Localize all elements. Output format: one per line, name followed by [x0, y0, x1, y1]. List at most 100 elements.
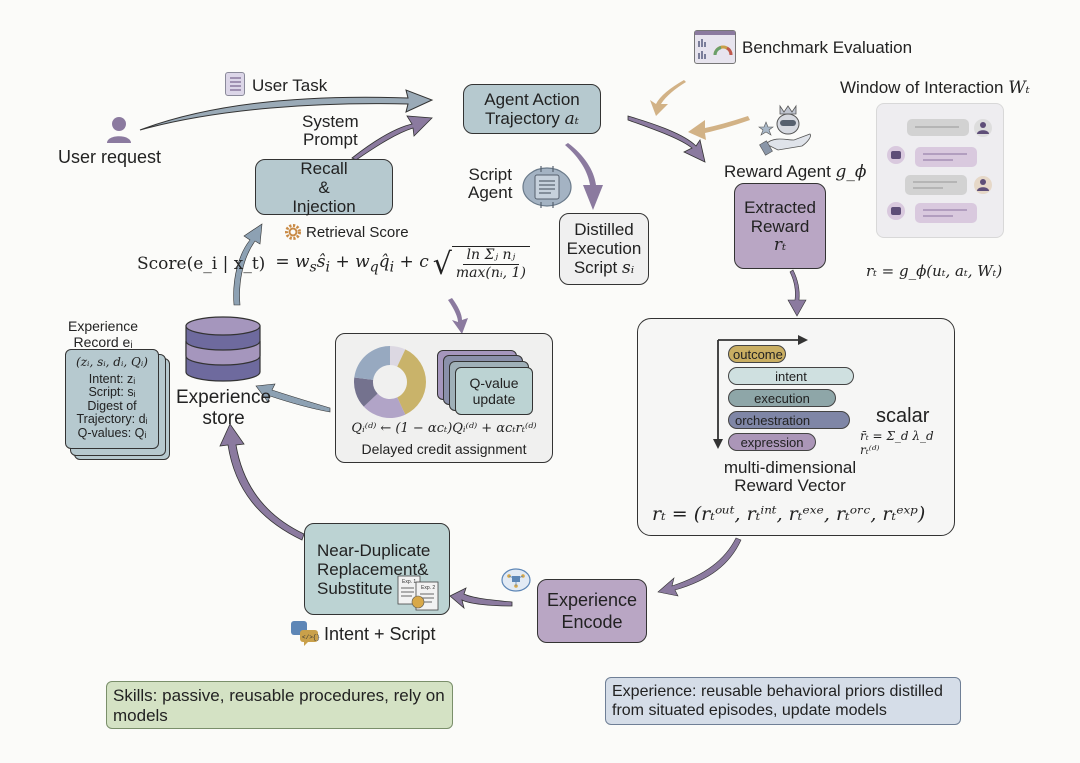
svg-text:Exp. 2: Exp. 2 — [421, 585, 435, 591]
q-value-update-card: Q-value update — [455, 367, 533, 415]
record-tuple: (zᵢ, sᵢ, dᵢ, Qᵢ) — [76, 355, 148, 369]
experience-encode-box[interactable]: Experience Encode — [537, 579, 647, 643]
trajectory-to-script-arrow — [565, 143, 603, 210]
near-dup-line3: Substitute — [317, 578, 393, 598]
retrieval-score-formula: Score(e_i | x_t) = wsŝi + wqq̂i + c √ ln… — [137, 246, 530, 282]
q-card-line1: Q-value — [469, 375, 519, 391]
dim-execution: execution — [728, 389, 836, 407]
donut-slice-3 — [354, 377, 378, 407]
experience-record-title: Experience Record eᵢ — [68, 318, 138, 350]
user-task-label: User Task — [252, 76, 328, 95]
trajectory-to-reward-arrow — [627, 115, 706, 163]
system-prompt-line2: Prompt — [302, 130, 358, 149]
encode-to-substitute-arrow — [449, 587, 513, 610]
store-line2: store — [202, 408, 245, 429]
experience-note-text: : reusable behavioral priors distilled f… — [612, 683, 943, 719]
task-list-icon — [225, 72, 245, 96]
benchmark-evaluation-label: Benchmark Evaluation — [742, 38, 913, 57]
reward-agent-text: Reward Agent — [724, 162, 831, 181]
skills-note: Skills: passive, reusable procedures, re… — [106, 681, 453, 729]
robot-hand-icon — [758, 100, 814, 156]
formula-lhs: Score(e_i | x_t) — [137, 254, 266, 274]
store-to-recall-arrow — [233, 223, 263, 306]
system-prompt-label: System Prompt — [302, 113, 359, 149]
benchmark-arrow-2 — [688, 116, 750, 140]
retrieval-score-label: Retrieval Score — [306, 224, 409, 241]
extracted-line2: Reward — [750, 216, 810, 236]
donut-slice-4 — [354, 346, 390, 380]
store-line1: Experience — [176, 387, 272, 408]
script-var: sᵢ — [622, 258, 635, 278]
vector-caption-line1: multi-dimensional — [723, 458, 857, 477]
database-icon — [184, 316, 262, 382]
sqrt-fraction: ln Σⱼ nⱼ max(nᵢ, 1) — [451, 246, 530, 282]
credit-to-store-arrow — [255, 383, 331, 413]
reward-vector-panel[interactable]: outcome intent execution orchestration e… — [637, 318, 955, 536]
brain-script-icon — [519, 162, 575, 212]
record-qvalues: Q-values: Qᵢ — [77, 425, 147, 440]
sqrt-denominator: max(nᵢ, 1) — [455, 265, 526, 281]
credit-assignment-panel[interactable]: Q-value update Qᵢ⁽ᵈ⁾ ← (1 − αcₜ)Qᵢ⁽ᵈ⁾ + … — [335, 333, 553, 463]
benchmark-arrow-1 — [650, 80, 686, 116]
script-agent-line1: Script — [468, 165, 512, 184]
sqrt-icon: √ — [432, 246, 452, 282]
agent-action-trajectory-box[interactable]: Agent Action Trajectory aₜ — [463, 84, 601, 134]
experience-note: Experience: reusable behavioral priors d… — [605, 677, 961, 725]
chat-window — [876, 103, 1004, 238]
near-duplicate-box[interactable]: Near-Duplicate Replacement& Substitute — [304, 523, 450, 615]
script-text: Script — [573, 258, 618, 277]
donut-chart — [354, 346, 426, 418]
user-task-arrow — [139, 89, 434, 131]
reward-agent-var: g_ϕ — [835, 162, 867, 182]
reward-function-formula: rₜ = g_ϕ(uₜ, aₜ, Wₜ) — [866, 262, 1003, 280]
credit-caption: Delayed credit assignment — [361, 441, 527, 457]
window-title-text: Window of Interaction — [840, 78, 1004, 97]
dim-outcome: outcome — [728, 345, 786, 363]
donut-slice-1 — [397, 349, 426, 415]
vector-caption-line2: Reward Vector — [734, 476, 846, 495]
experience-record-card[interactable]: (zᵢ, sᵢ, dᵢ, Qᵢ) Intent: zᵢ Script: sᵢ D… — [65, 349, 159, 449]
experience-note-label: Experience — [612, 683, 693, 700]
vector-caption: multi-dimensional Reward Vector — [710, 459, 870, 495]
record-intent: Intent: zᵢ — [88, 371, 136, 386]
script-agent-label: Script Agent — [468, 166, 512, 202]
recall-injection-box[interactable]: Recall & Injection — [255, 158, 393, 216]
record-trajectory: Trajectory: dᵢ — [76, 412, 148, 426]
script-agent-line2: Agent — [468, 183, 513, 202]
extracted-line1: Extracted — [744, 197, 816, 217]
formula-rhs: = wsŝi + wqq̂i + c — [275, 252, 429, 276]
distilled-execution-script-box[interactable]: Distilled Execution Script sᵢ — [559, 213, 649, 285]
q-card-line2: update — [472, 391, 516, 407]
trajectory-text: Trajectory — [484, 108, 560, 128]
window-of-interaction-title: Window of Interaction Wₜ — [840, 78, 1030, 98]
scalar-label: scalar — [876, 405, 930, 427]
recall-line2: & — [318, 177, 330, 197]
agent-action-line2: Trajectory aₜ — [485, 109, 579, 129]
dashboard-icon — [694, 30, 736, 64]
record-title-line2: Record eᵢ — [73, 334, 133, 350]
window-var: Wₜ — [1008, 78, 1030, 98]
distilled-line3: Script sᵢ — [574, 258, 634, 278]
extracted-reward-box[interactable]: Extracted Reward rₜ — [734, 183, 826, 269]
score-to-credit-arrow — [448, 298, 468, 334]
extracted-var: rₜ — [773, 234, 787, 255]
brain-network-icon — [500, 566, 532, 596]
intent-script-label: Intent + Script — [324, 624, 436, 644]
system-prompt-line1: System — [302, 112, 359, 131]
donut-slice-2 — [363, 393, 406, 418]
user-icon — [106, 116, 132, 144]
substitute-to-store-arrow — [219, 423, 305, 541]
recall-line1: Recall — [300, 158, 348, 178]
record-digest: Digest of — [87, 398, 137, 413]
donut-slice-0 — [390, 346, 406, 367]
gear-icon — [285, 224, 301, 240]
distilled-line1: Distilled — [574, 220, 634, 239]
dim-expression: expression — [728, 433, 816, 451]
q-update-formula: Qᵢ⁽ᵈ⁾ ← (1 − αcₜ)Qᵢ⁽ᵈ⁾ + αcₜrₜ⁽ᵈ⁾ — [351, 421, 537, 436]
chat-code-icon: </>{} — [290, 620, 320, 646]
record-title-line1: Experience — [68, 318, 139, 334]
encode-line1: Experience — [546, 590, 638, 610]
vector-formula: rₜ = (rₜᵒᵘᵗ, rₜⁱⁿᵗ, rₜᵉˣᵉ, rₜᵒʳᶜ, rₜᵉˣᵖ) — [652, 503, 926, 525]
